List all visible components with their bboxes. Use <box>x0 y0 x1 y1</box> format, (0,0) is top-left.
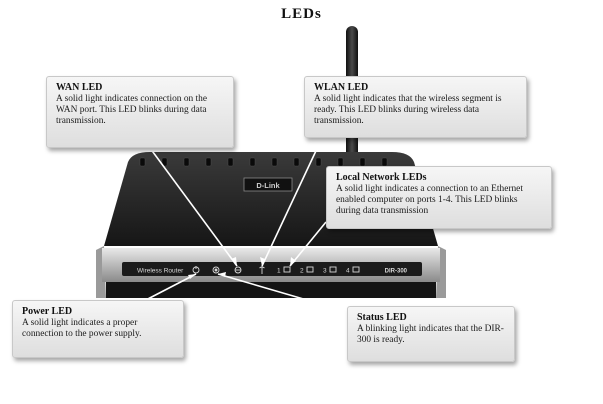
local-network-leds-callout: Local Network LEDs A solid light indicat… <box>326 166 552 229</box>
lan-port-3-icon <box>329 266 337 273</box>
local-network-leds-heading: Local Network LEDs <box>336 172 427 183</box>
lan-port-3-label: 3 <box>323 268 327 275</box>
page-title: LEDs <box>281 6 322 22</box>
status-led-callout: Status LED A blinking light indicates th… <box>347 306 515 362</box>
lan-port-1-label: 1 <box>277 268 281 275</box>
status-led-heading: Status LED <box>357 312 407 323</box>
lan-port-1-icon <box>283 266 291 273</box>
svg-text:D-Link: D-Link <box>256 181 280 190</box>
lan-port-2-label: 2 <box>300 268 304 275</box>
wlan-led-description: A solid light indicates that the wireles… <box>314 94 502 126</box>
wan-led-icon <box>234 266 242 274</box>
wlan-led-heading: WLAN LED <box>314 82 369 93</box>
wan-led-callout: WAN LED A solid light indicates connecti… <box>46 76 234 148</box>
power-led-description: A solid light indicates a proper connect… <box>22 318 142 339</box>
power-led-callout: Power LED A solid light indicates a prop… <box>12 300 184 358</box>
leader-lines <box>141 137 349 313</box>
status-led-description: A blinking light indicates that the DIR-… <box>357 324 504 345</box>
model-label: DIR-300 <box>385 269 408 275</box>
status-led-icon <box>212 266 220 274</box>
power-led-heading: Power LED <box>22 306 73 317</box>
panel-label: Wireless Router <box>137 268 184 275</box>
brand-badge: D-Link <box>243 177 293 192</box>
local-network-leds-description: A solid light indicates a connection to … <box>336 184 523 216</box>
lan-port-2-icon <box>306 266 314 273</box>
lan-port-4-icon <box>352 266 360 273</box>
lan-port-4-label: 4 <box>346 268 350 275</box>
power-led-icon <box>192 266 200 274</box>
wan-led-heading: WAN LED <box>56 82 103 93</box>
leader-arrowheads <box>188 257 296 279</box>
wlan-led-callout: WLAN LED A solid light indicates that th… <box>304 76 527 138</box>
wlan-led-icon <box>259 266 265 274</box>
wan-led-description: A solid light indicates connection on th… <box>56 94 208 126</box>
